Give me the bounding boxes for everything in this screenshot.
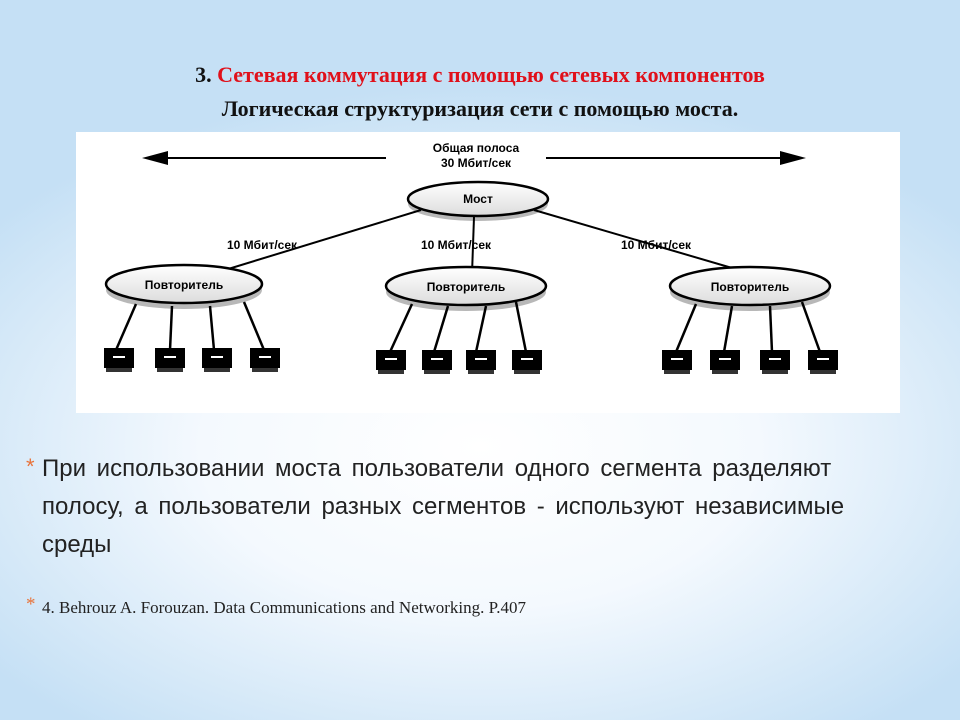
bullet-star-icon: * xyxy=(26,454,35,479)
bullet-main-text: При использовании моста пользователи одн… xyxy=(42,455,845,558)
bullet-reference-text: 4. Behrouz A. Forouzan. Data Communicati… xyxy=(42,598,526,617)
workstation-icon xyxy=(808,350,838,374)
workstations-3 xyxy=(662,350,838,374)
workstations-1 xyxy=(104,348,280,372)
bullet-star-icon: * xyxy=(26,594,36,615)
bullet-reference: * 4. Behrouz A. Forouzan. Data Communica… xyxy=(26,594,906,618)
repeater-node-1 xyxy=(104,263,264,309)
workstation-icon xyxy=(760,350,790,374)
title-red-text: Сетевая коммутация с помощью сетевых ком… xyxy=(217,62,765,87)
drop-lines-1 xyxy=(114,301,266,351)
title-number: 3. xyxy=(195,62,212,87)
repeater-label-2: Повторитель xyxy=(427,280,505,294)
shared-bandwidth-arrow xyxy=(142,151,806,165)
drop-lines-3 xyxy=(674,301,822,353)
segment-bandwidth-label-1: 10 Мбит/сек xyxy=(227,238,298,252)
diagram-svg: Общая полоса 30 Мбит/сек Мост 10 Мбит/се… xyxy=(104,141,838,374)
repeater-node-2 xyxy=(384,265,548,311)
workstations-2 xyxy=(376,350,542,374)
segment-bandwidth-label-2: 10 Мбит/сек xyxy=(421,238,492,252)
repeater-label-3: Повторитель xyxy=(711,280,789,294)
bridge-node xyxy=(406,180,550,221)
bridge-network-diagram: Общая полоса 30 Мбит/сек Мост 10 Мбит/се… xyxy=(76,132,900,413)
workstation-icon xyxy=(155,348,185,372)
slide-title-line1: 3. Сетевая коммутация с помощью сетевых … xyxy=(0,62,960,88)
repeater-label-1: Повторитель xyxy=(145,278,223,292)
shared-bandwidth-label-1: Общая полоса xyxy=(433,141,520,155)
bridge-links xyxy=(201,209,757,278)
workstation-icon xyxy=(422,350,452,374)
workstation-icon xyxy=(512,350,542,374)
workstation-icon xyxy=(202,348,232,372)
workstation-icon xyxy=(250,348,280,372)
segment-bandwidth-label-3: 10 Мбит/сек xyxy=(621,238,692,252)
workstation-icon xyxy=(104,348,134,372)
workstation-icon xyxy=(662,350,692,374)
workstation-icon xyxy=(466,350,496,374)
shared-bandwidth-label-2: 30 Мбит/сек xyxy=(441,156,512,170)
slide-title-line2: Логическая структуризация сети с помощью… xyxy=(221,96,739,121)
bridge-label: Мост xyxy=(463,192,493,206)
repeater-node-3 xyxy=(668,265,832,311)
bullet-main: * При использовании моста пользователи о… xyxy=(26,450,906,564)
drop-lines-2 xyxy=(388,301,528,353)
workstation-icon xyxy=(710,350,740,374)
workstation-icon xyxy=(376,350,406,374)
